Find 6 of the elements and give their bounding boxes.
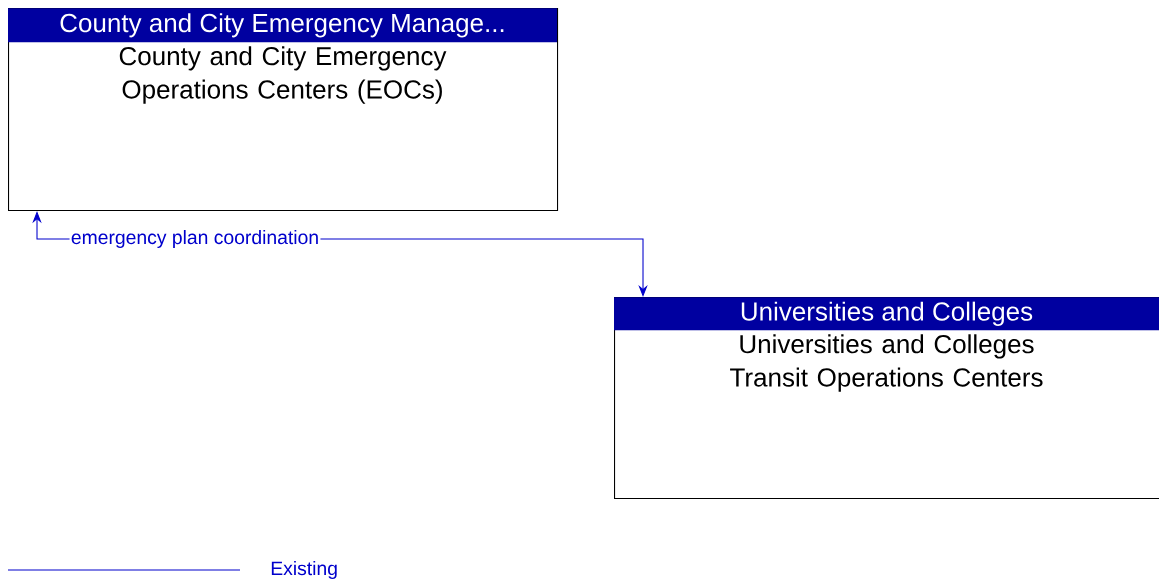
edge-label: emergency plan coordination <box>69 228 321 250</box>
legend-text: Existing <box>271 561 337 579</box>
header-bar: Universities and Colleges <box>614 297 1159 331</box>
body-text: County and City Emergency Operations Centers (EOCs) <box>119 46 447 104</box>
header-bar: County and City Emergency Manage... <box>8 8 557 43</box>
body-text: Universities and Colleges Transit Operations Centers <box>730 334 1043 392</box>
